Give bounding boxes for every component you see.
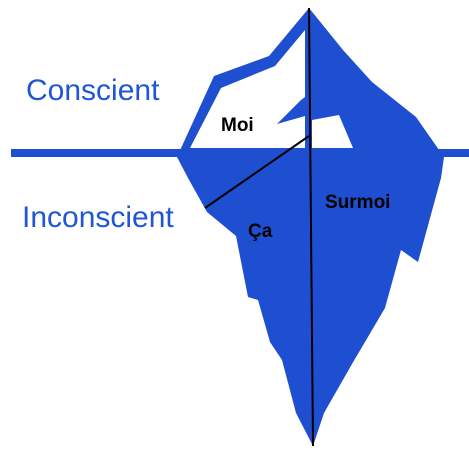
iceberg-tip-notch: [312, 115, 353, 148]
conscious-label: Conscient: [26, 74, 160, 107]
iceberg-underwater-body: [177, 157, 444, 446]
unconscious-label: Inconscient: [22, 201, 174, 234]
waterline: [11, 149, 469, 157]
superego-label: Surmoi: [325, 192, 391, 213]
iceberg-tip-wedge: [277, 97, 305, 124]
id-label: Ça: [248, 221, 273, 242]
superego-divider-line: [308, 7, 314, 447]
ego-label: Moi: [221, 115, 254, 136]
iceberg-tip-face: [190, 30, 305, 148]
ego-id-divider-line: [204, 135, 310, 209]
